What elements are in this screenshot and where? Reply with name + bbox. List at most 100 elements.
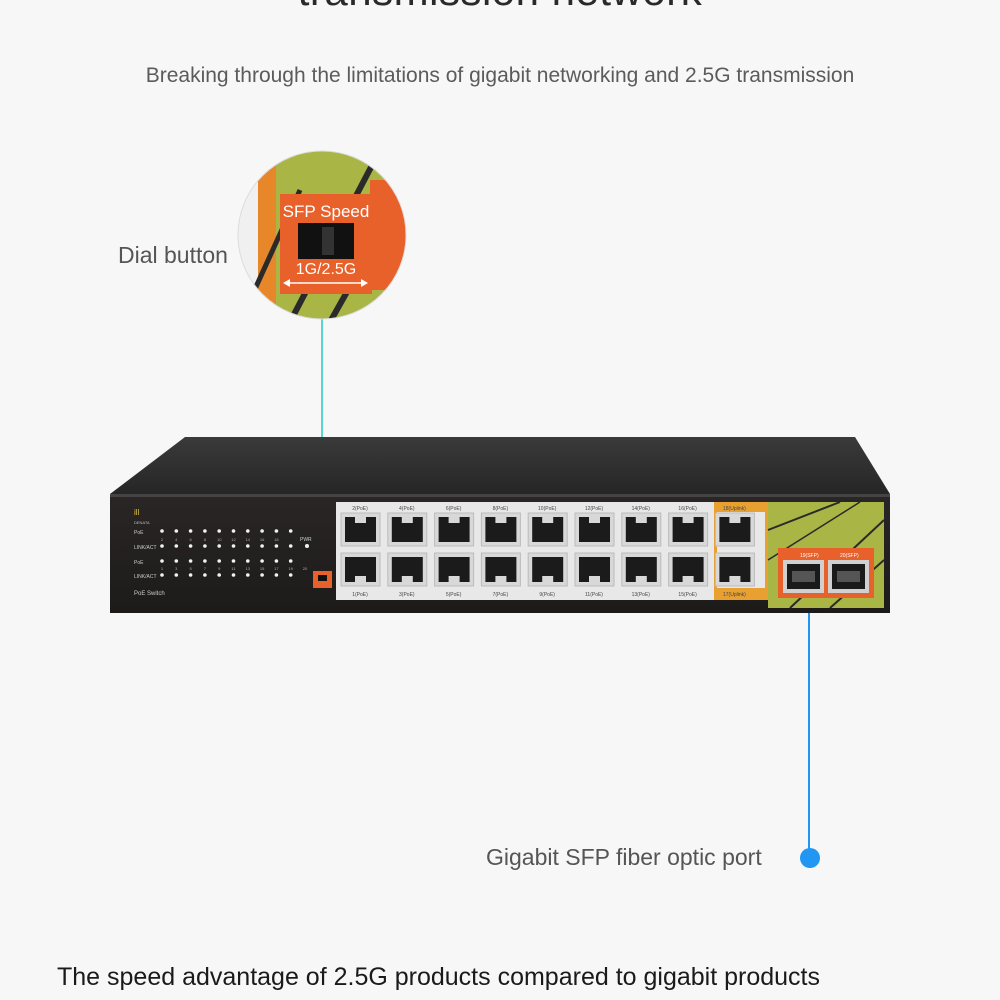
led-number: 5 <box>189 566 192 571</box>
rj45-port[interactable] <box>714 552 755 587</box>
pwr-label: PWR <box>300 537 312 543</box>
led-indicator <box>231 544 236 548</box>
led-indicator <box>188 559 193 563</box>
led-indicator <box>217 529 221 533</box>
port-label: 3(PoE) <box>399 592 415 598</box>
rj45-port[interactable] <box>387 512 428 547</box>
port-label: 12(PoE) <box>585 506 604 512</box>
sfp-port-20[interactable] <box>828 560 869 593</box>
led-indicator <box>288 544 293 548</box>
led-indicator <box>288 573 293 577</box>
title-clip: transmission network <box>0 0 1000 14</box>
led-number: 14 <box>246 537 251 542</box>
port-label: 2(PoE) <box>352 506 368 512</box>
pwr-led <box>305 544 309 548</box>
brand-logo: DENATA <box>134 520 150 525</box>
led-indicator <box>217 559 221 563</box>
led-number: 16 <box>260 537 265 542</box>
led-indicator <box>260 529 264 533</box>
led-indicator <box>231 559 236 563</box>
rj45-port[interactable] <box>340 512 381 547</box>
rj45-port[interactable] <box>574 552 615 587</box>
sfp-port-19[interactable] <box>783 560 824 593</box>
led-grid <box>160 529 309 577</box>
led-indicator <box>160 559 164 563</box>
rj45-port[interactable] <box>621 552 662 587</box>
dial-button-label: Dial button <box>118 242 228 268</box>
rj45-port[interactable] <box>527 552 568 587</box>
poe-switch: ill DENATA PoE LINK/ACT PoE LINK/ACT PWR… <box>110 437 890 613</box>
led-indicator <box>288 529 293 533</box>
rj45-port[interactable] <box>574 512 615 547</box>
led-indicator <box>274 529 279 533</box>
led-indicator <box>260 544 264 548</box>
led-indicator <box>231 573 236 577</box>
led-indicator <box>288 559 293 563</box>
port-label: 6(PoE) <box>446 506 462 512</box>
footer-caption: The speed advantage of 2.5G products com… <box>57 963 820 991</box>
product-label: PoE Switch <box>134 591 165 597</box>
rj45-port[interactable] <box>387 552 428 587</box>
page-title: transmission network <box>0 0 1000 14</box>
led-indicator <box>174 529 179 533</box>
led-indicator <box>174 559 179 563</box>
page-subtitle: Breaking through the limitations of giga… <box>145 64 855 87</box>
svg-text:ill: ill <box>134 508 140 517</box>
led-number: 17 <box>274 566 279 571</box>
port-label: 7(PoE) <box>493 592 509 598</box>
led-label-link-1: LINK/ACT <box>134 545 157 551</box>
led-indicator <box>203 573 207 577</box>
led-indicator <box>188 529 193 533</box>
led-indicator <box>160 573 164 577</box>
port-label: 5(PoE) <box>446 592 462 598</box>
led-label-poe-1: PoE <box>134 530 144 536</box>
rj45-port[interactable] <box>714 512 755 547</box>
led-number: 15 <box>260 566 265 571</box>
sfp-19-label: 19(SFP) <box>800 553 819 559</box>
sfp-speed-title: SFP Speed <box>283 202 370 221</box>
rj45-ports <box>340 512 755 587</box>
led-number: 10 <box>217 537 222 542</box>
port-label: 10(PoE) <box>538 506 557 512</box>
led-number: 11 <box>231 566 236 571</box>
led-indicator <box>174 573 179 577</box>
led-indicator <box>274 573 279 577</box>
rj45-port[interactable] <box>668 512 709 547</box>
led-indicator <box>174 544 179 548</box>
port-label: 17(Uplink) <box>723 592 746 598</box>
led-number: 7 <box>204 566 207 571</box>
rj45-port[interactable] <box>668 552 709 587</box>
led-number: 1 <box>161 566 164 571</box>
led-number: 6 <box>189 537 192 542</box>
rj45-port[interactable] <box>434 552 475 587</box>
port-label: 16(PoE) <box>678 506 697 512</box>
led-indicator <box>188 544 193 548</box>
port-label: 14(PoE) <box>632 506 651 512</box>
led-number: 9 <box>218 566 221 571</box>
led-number: 18 <box>274 537 279 542</box>
led-number: 12 <box>231 537 236 542</box>
rj45-port[interactable] <box>527 512 568 547</box>
led-indicator <box>246 544 250 548</box>
led-indicator <box>260 559 264 563</box>
led-number: 8 <box>204 537 207 542</box>
led-number: 4 <box>175 537 178 542</box>
led-label-poe-2: PoE <box>134 560 144 566</box>
sfp-20-label: 20(SFP) <box>840 553 859 559</box>
rj45-port[interactable] <box>621 512 662 547</box>
led-indicator <box>160 544 164 548</box>
led-label-link-2: LINK/ACT <box>134 574 157 580</box>
led-number: 20 <box>303 566 308 571</box>
led-indicator <box>260 573 264 577</box>
led-number: 2 <box>161 537 164 542</box>
rj45-port[interactable] <box>434 512 475 547</box>
led-indicator <box>246 573 250 577</box>
rj45-port[interactable] <box>480 512 521 547</box>
led-indicator <box>217 573 221 577</box>
port-label: 4(PoE) <box>399 506 415 512</box>
led-number: 13 <box>246 566 251 571</box>
rj45-port[interactable] <box>480 552 521 587</box>
rj45-port[interactable] <box>340 552 381 587</box>
led-indicator <box>274 559 279 563</box>
led-indicator <box>203 544 207 548</box>
